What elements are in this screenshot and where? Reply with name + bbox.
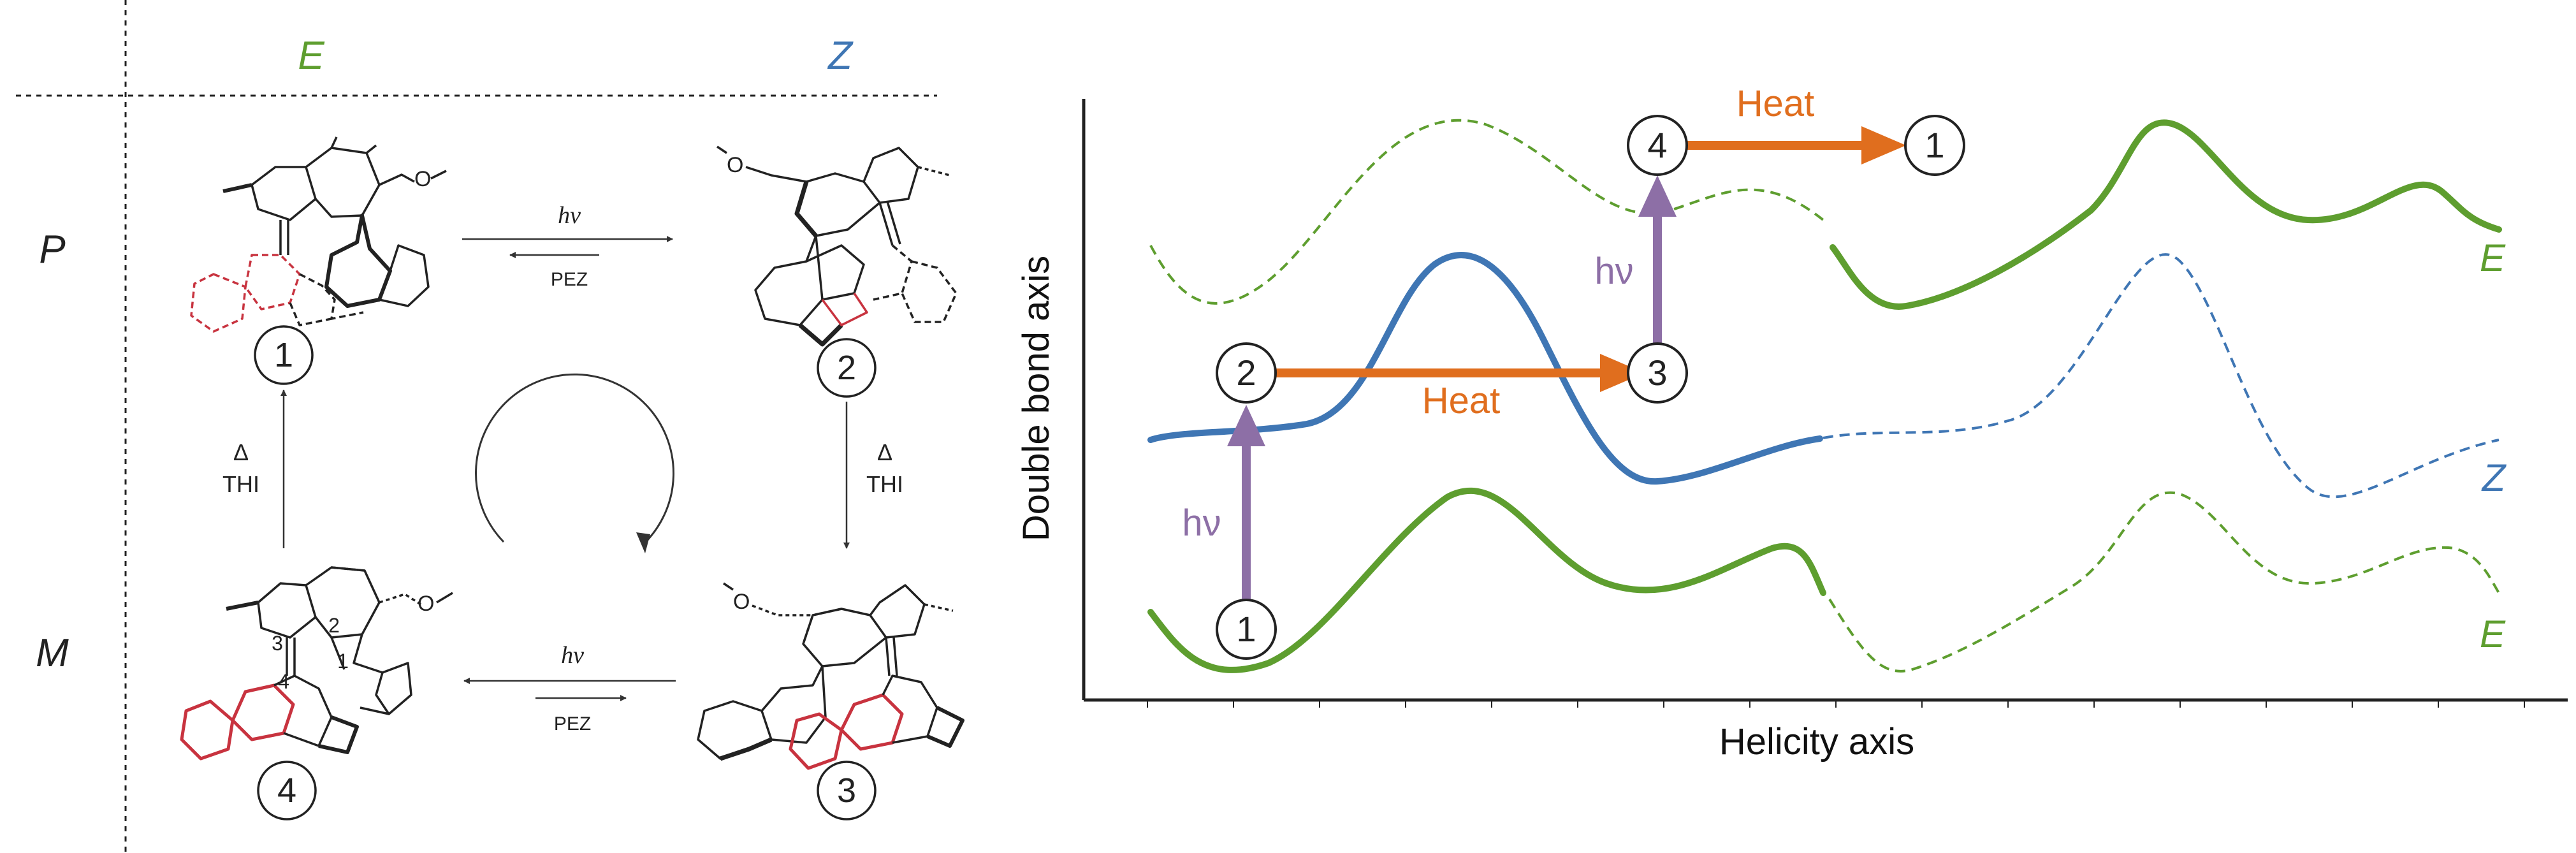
svg-text:3: 3 <box>837 771 856 810</box>
curve-label-e-top: E <box>2480 237 2506 279</box>
label-hv-right: hν <box>1594 251 1633 292</box>
svg-text:1: 1 <box>274 336 293 374</box>
arrow-4-to-3: PEZ <box>535 695 627 734</box>
y-axis-label: Double bond axis <box>1015 256 1057 541</box>
atom-label-4: 4 <box>278 670 289 693</box>
state-label-2: 2 <box>817 338 877 398</box>
column-label-e: E <box>298 34 324 78</box>
node-1-start: 1 <box>1216 599 1277 660</box>
molecule-3-structure: O <box>697 582 964 770</box>
curve-z-dashed <box>1823 253 2500 499</box>
molecule-2-structure: O <box>717 145 957 347</box>
reaction-scheme: E Z P M O <box>16 0 964 853</box>
molecule-1-structure: O <box>190 136 447 333</box>
node-3: 3 <box>1627 342 1688 404</box>
node-1-end: 1 <box>1904 115 1965 176</box>
cycle-arrow-icon <box>475 373 675 553</box>
atom-label-1: 1 <box>337 650 349 673</box>
label-hv-left: hν <box>1182 502 1221 544</box>
curve-e-bottom-solid <box>1147 487 1826 673</box>
curve-z-solid <box>1147 252 1823 485</box>
label-delta-left: Δ <box>233 439 249 465</box>
arrow-4-to-1: Δ THI <box>222 390 287 548</box>
svg-text:O: O <box>418 592 434 616</box>
curve-e-top-dashed <box>1149 119 1824 305</box>
svg-text:O: O <box>414 167 431 191</box>
label-pez-bottom: PEZ <box>554 713 591 734</box>
node-4: 4 <box>1627 115 1688 176</box>
state-label-1: 1 <box>254 325 314 385</box>
arrow-heat-2-to-3: Heat <box>1274 354 1645 421</box>
curve-label-z: Z <box>2481 456 2507 499</box>
column-label-z: Z <box>827 34 854 78</box>
label-hv-bottom: hν <box>561 642 584 669</box>
label-thi-right: THI <box>866 471 903 497</box>
svg-text:O: O <box>733 590 750 614</box>
svg-text:O: O <box>727 153 743 177</box>
svg-text:4: 4 <box>1647 125 1667 165</box>
label-pez-top: PEZ <box>551 269 588 290</box>
molecule-4-structure: O <box>180 566 453 761</box>
svg-text:3: 3 <box>1647 353 1667 393</box>
arrow-heat-4-to-1: Heat <box>1683 83 1906 164</box>
arrow-2-to-1: PEZ <box>509 252 599 290</box>
curve-e-bottom-dashed <box>1828 491 2500 673</box>
arrow-1-to-2: hν <box>462 202 673 242</box>
row-label-m: M <box>36 631 69 675</box>
svg-text:2: 2 <box>1236 353 1256 393</box>
arrow-2-to-3: Δ THI <box>843 402 903 549</box>
svg-text:2: 2 <box>837 349 856 387</box>
node-2: 2 <box>1216 342 1277 404</box>
state-label-4: 4 <box>257 761 317 820</box>
atom-label-2: 2 <box>328 614 340 637</box>
arrow-3-to-4: hν <box>463 642 676 684</box>
energy-diagram: Double bond axis Helicity axis E Z E hν … <box>1015 83 2568 762</box>
label-delta-right: Δ <box>877 439 892 465</box>
label-hv-top: hν <box>558 202 581 229</box>
label-heat-mid: Heat <box>1422 380 1501 421</box>
atom-label-3: 3 <box>272 632 283 655</box>
curve-e-top-solid <box>1830 119 2502 310</box>
x-axis-ticks <box>1147 700 2525 708</box>
curve-label-e-bottom: E <box>2480 613 2506 655</box>
label-thi-left: THI <box>222 471 259 497</box>
arrow-hv-1-to-2: hν <box>1182 405 1265 628</box>
svg-text:4: 4 <box>277 771 296 810</box>
state-label-3: 3 <box>817 761 877 820</box>
x-axis-label: Helicity axis <box>1719 721 1914 762</box>
label-heat-top: Heat <box>1736 83 1815 124</box>
svg-text:1: 1 <box>1925 125 1944 165</box>
row-label-p: P <box>39 228 65 272</box>
svg-text:1: 1 <box>1236 609 1256 649</box>
arrow-hv-3-to-4: hν <box>1594 175 1677 344</box>
